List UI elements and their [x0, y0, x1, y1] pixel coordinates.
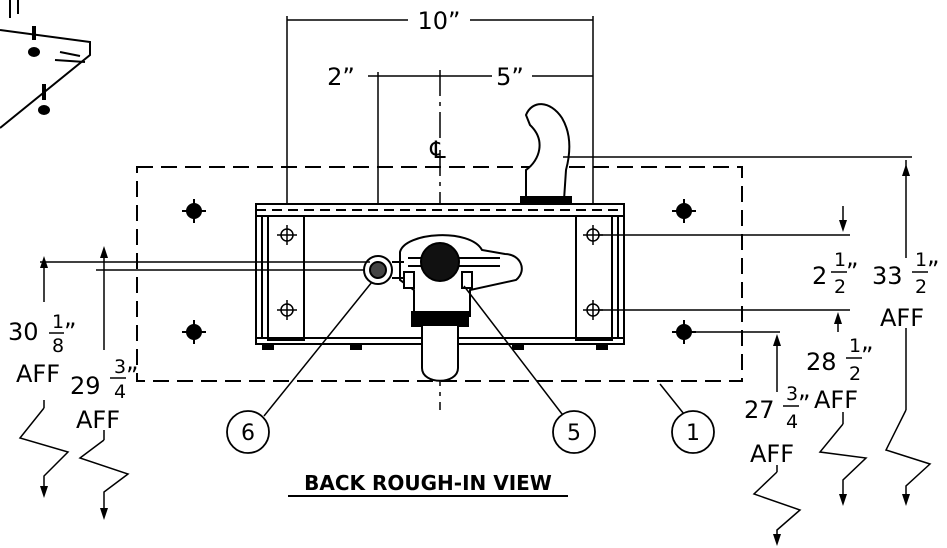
svg-text:AFF: AFF — [880, 304, 924, 332]
anchor-bolt-icons — [182, 199, 696, 344]
dim-30-1-8-aff: 30 1 8 ” AFF — [8, 311, 76, 388]
left-arrowheads — [40, 246, 108, 520]
dim-29-3-4-aff: 29 3 4 ” AFF — [70, 356, 138, 434]
svg-text:1: 1 — [849, 335, 861, 357]
svg-text:2: 2 — [849, 363, 861, 385]
svg-text:AFF: AFF — [16, 360, 60, 388]
svg-text:30: 30 — [8, 318, 39, 346]
svg-text:5: 5 — [567, 421, 581, 446]
callout-5: 5 — [552, 410, 596, 454]
svg-text:29: 29 — [70, 372, 101, 400]
callout-6: 6 — [226, 410, 270, 454]
supply-valve-cap-icon — [420, 242, 460, 282]
svg-text:”: ” — [846, 258, 858, 286]
right-elevation-leaders — [563, 156, 932, 540]
svg-text:33: 33 — [872, 262, 903, 290]
bracket-screw-icon — [28, 26, 40, 57]
svg-text:4: 4 — [114, 381, 126, 403]
svg-text:2: 2 — [915, 276, 927, 298]
dim-33-1-2-aff: 33 1 2 ” AFF — [872, 249, 939, 332]
callout-leaders — [263, 281, 685, 417]
dim-27-3-4-aff: 27 3 4 ” AFF — [744, 383, 810, 468]
svg-text:6: 6 — [241, 421, 255, 446]
dim-2-label: 2” — [327, 63, 355, 91]
dim-2-1-2: 2 1 2 ” — [812, 249, 858, 298]
svg-text:4: 4 — [786, 411, 798, 433]
svg-text:1: 1 — [915, 249, 927, 271]
svg-text:2: 2 — [834, 276, 846, 298]
callout-1: 1 — [671, 410, 715, 454]
spout-base — [520, 196, 572, 204]
svg-text:1: 1 — [834, 249, 846, 271]
svg-text:”: ” — [927, 256, 939, 284]
svg-text:2: 2 — [812, 262, 827, 290]
svg-text:”: ” — [64, 318, 76, 346]
body-feet — [262, 344, 608, 350]
bubbler-spout — [524, 103, 571, 201]
svg-text:”: ” — [861, 342, 873, 370]
dim-5-label: 5” — [496, 63, 524, 91]
right-arrowheads — [773, 164, 910, 546]
svg-text:1: 1 — [686, 421, 700, 446]
svg-text:8: 8 — [52, 335, 64, 357]
svg-text:1: 1 — [52, 311, 64, 333]
dim-10-label: 10” — [418, 7, 461, 35]
svg-text:”: ” — [126, 362, 138, 390]
svg-text:3: 3 — [786, 383, 798, 405]
view-title: BACK ROUGH-IN VIEW — [304, 471, 552, 495]
supply-inlet-icon — [363, 255, 404, 285]
svg-text:27: 27 — [744, 396, 775, 424]
svg-text:AFF: AFF — [814, 386, 858, 414]
dim-28-1-2-aff: 28 1 2 ” AFF — [806, 335, 873, 414]
svg-text:AFF: AFF — [76, 406, 120, 434]
svg-text:”: ” — [798, 390, 810, 418]
svg-text:AFF: AFF — [750, 440, 794, 468]
bracket-screw-icon — [38, 84, 50, 115]
centerline-symbol: ℄ — [429, 136, 446, 164]
svg-text:28: 28 — [806, 348, 837, 376]
svg-text:3: 3 — [114, 356, 126, 378]
left-elevation-leaders — [18, 252, 370, 512]
